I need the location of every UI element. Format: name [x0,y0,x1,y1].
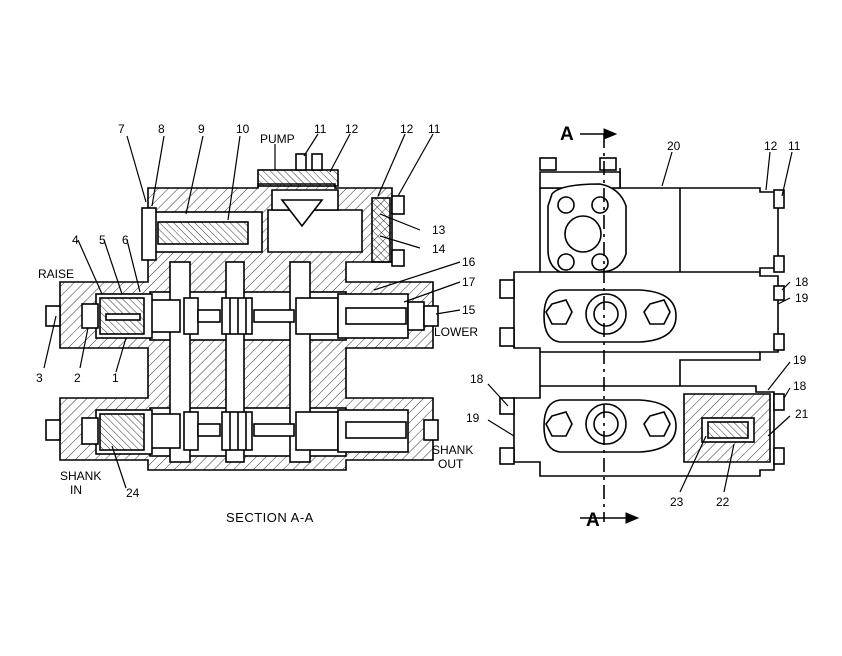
pump-bolt-right [311,153,323,171]
callouts-right: A A 20 12 11 18 19 19 18 18 19 21 23 22 [466,124,809,531]
shank-out-label-1: SHANK [432,443,473,457]
section-marker-bottom: A [586,510,600,531]
callout-11: 11 [314,122,327,136]
callout-21: 21 [795,407,809,421]
callout-20: 20 [667,139,681,153]
upper-port-inner [593,301,619,327]
callout-17: 17 [462,275,476,289]
section-line [580,128,640,524]
callout-13: 13 [432,223,446,237]
left-bolt [499,327,515,347]
callout-6: 6 [122,233,129,247]
callout-3: 3 [36,371,43,385]
shank-out-label-2: OUT [438,457,464,471]
raise-detent [45,293,153,339]
relief-spring [157,221,249,245]
callout-5: 5 [99,233,106,247]
callout-2: 2 [74,371,81,385]
lower-spool [149,409,439,453]
callout-19: 19 [793,353,807,367]
relief-plug [141,207,157,261]
callout-18: 18 [795,275,809,289]
shank-in-label-1: SHANK [60,469,101,483]
check-valve-spring [707,421,749,439]
cap-bolt-top [391,195,405,215]
callout-19: 19 [466,411,480,425]
side-bolt [773,333,785,351]
flange-nut [545,411,573,437]
callout-23: 23 [670,495,684,509]
pump-label: PUMP [260,132,295,146]
callout-7: 7 [118,122,125,136]
callout-18: 18 [793,379,807,393]
pump-bolt-left [295,153,307,171]
section-marker-top: A [560,124,574,145]
callout-11: 11 [428,122,441,136]
flange-nut [643,411,671,437]
side-bolt [773,447,785,465]
callout-16: 16 [462,255,476,269]
check-poppet [280,199,324,228]
callout-14: 14 [432,242,446,256]
callout-24: 24 [126,486,140,500]
callout-8: 8 [158,122,165,136]
left-bolt [499,397,515,415]
side-bolt [773,285,785,301]
side-bolt [773,189,785,209]
bolt-head [591,196,609,214]
lower-port-fitting [423,305,439,327]
pump-flange [257,169,339,187]
pump-port-cavity [267,209,363,253]
upper-spool [149,293,439,339]
side-bolt [773,255,785,273]
left-bolt [499,279,515,299]
callout-15: 15 [462,303,476,317]
callout-12: 12 [764,139,778,153]
callouts-left: 7 8 9 10 PUMP 11 12 12 11 13 14 16 17 15… [36,122,478,525]
callout-12: 12 [345,122,359,136]
callout-11: 11 [788,139,801,153]
section-caption: SECTION A-A [226,510,314,525]
pump-port-circle [564,215,602,253]
end-cap-top [371,197,391,263]
shank-in-detent [45,409,153,455]
lower-port-inner [593,411,619,437]
flange-nut [643,299,671,325]
bolt-head [591,253,609,271]
callout-19: 19 [795,291,809,305]
section-view [45,153,439,471]
bolt-head [557,253,575,271]
callout-12: 12 [400,122,414,136]
exterior-view [499,157,785,477]
callout-9: 9 [198,122,205,136]
callout-18: 18 [470,372,484,386]
side-bolt [773,393,785,411]
callout-1: 1 [112,371,119,385]
cap-bolt-bottom [391,249,405,267]
bolt-head [557,196,575,214]
leader-lines-left [43,133,461,489]
left-bolt [499,447,515,465]
leader-lines-right [487,151,793,493]
top-bolt [539,157,557,171]
callout-10: 10 [236,122,250,136]
shank-in-label-2: IN [70,483,82,497]
top-bolt [599,157,617,171]
lower-label: LOWER [434,325,478,339]
callout-22: 22 [716,495,730,509]
raise-label: RAISE [38,267,74,281]
flange-nut [545,299,573,325]
callout-4: 4 [72,233,79,247]
